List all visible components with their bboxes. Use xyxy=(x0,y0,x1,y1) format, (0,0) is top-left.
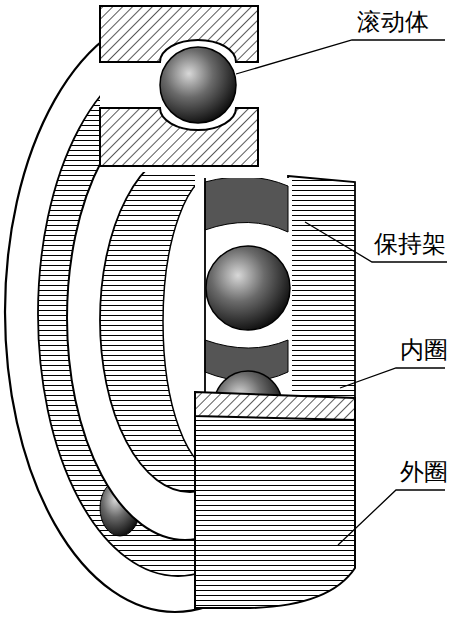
cage xyxy=(200,178,292,396)
part-label: 滚动体 xyxy=(355,8,431,37)
outer-ring-section xyxy=(195,392,355,420)
part-label: 外圈 xyxy=(398,458,450,487)
part-label: 保持架 xyxy=(372,230,448,259)
outer-ring-band xyxy=(195,402,355,608)
inner-ring-band xyxy=(288,176,355,398)
part-label: 内圈 xyxy=(398,336,450,365)
ball xyxy=(160,47,236,123)
cutaway xyxy=(100,0,362,398)
